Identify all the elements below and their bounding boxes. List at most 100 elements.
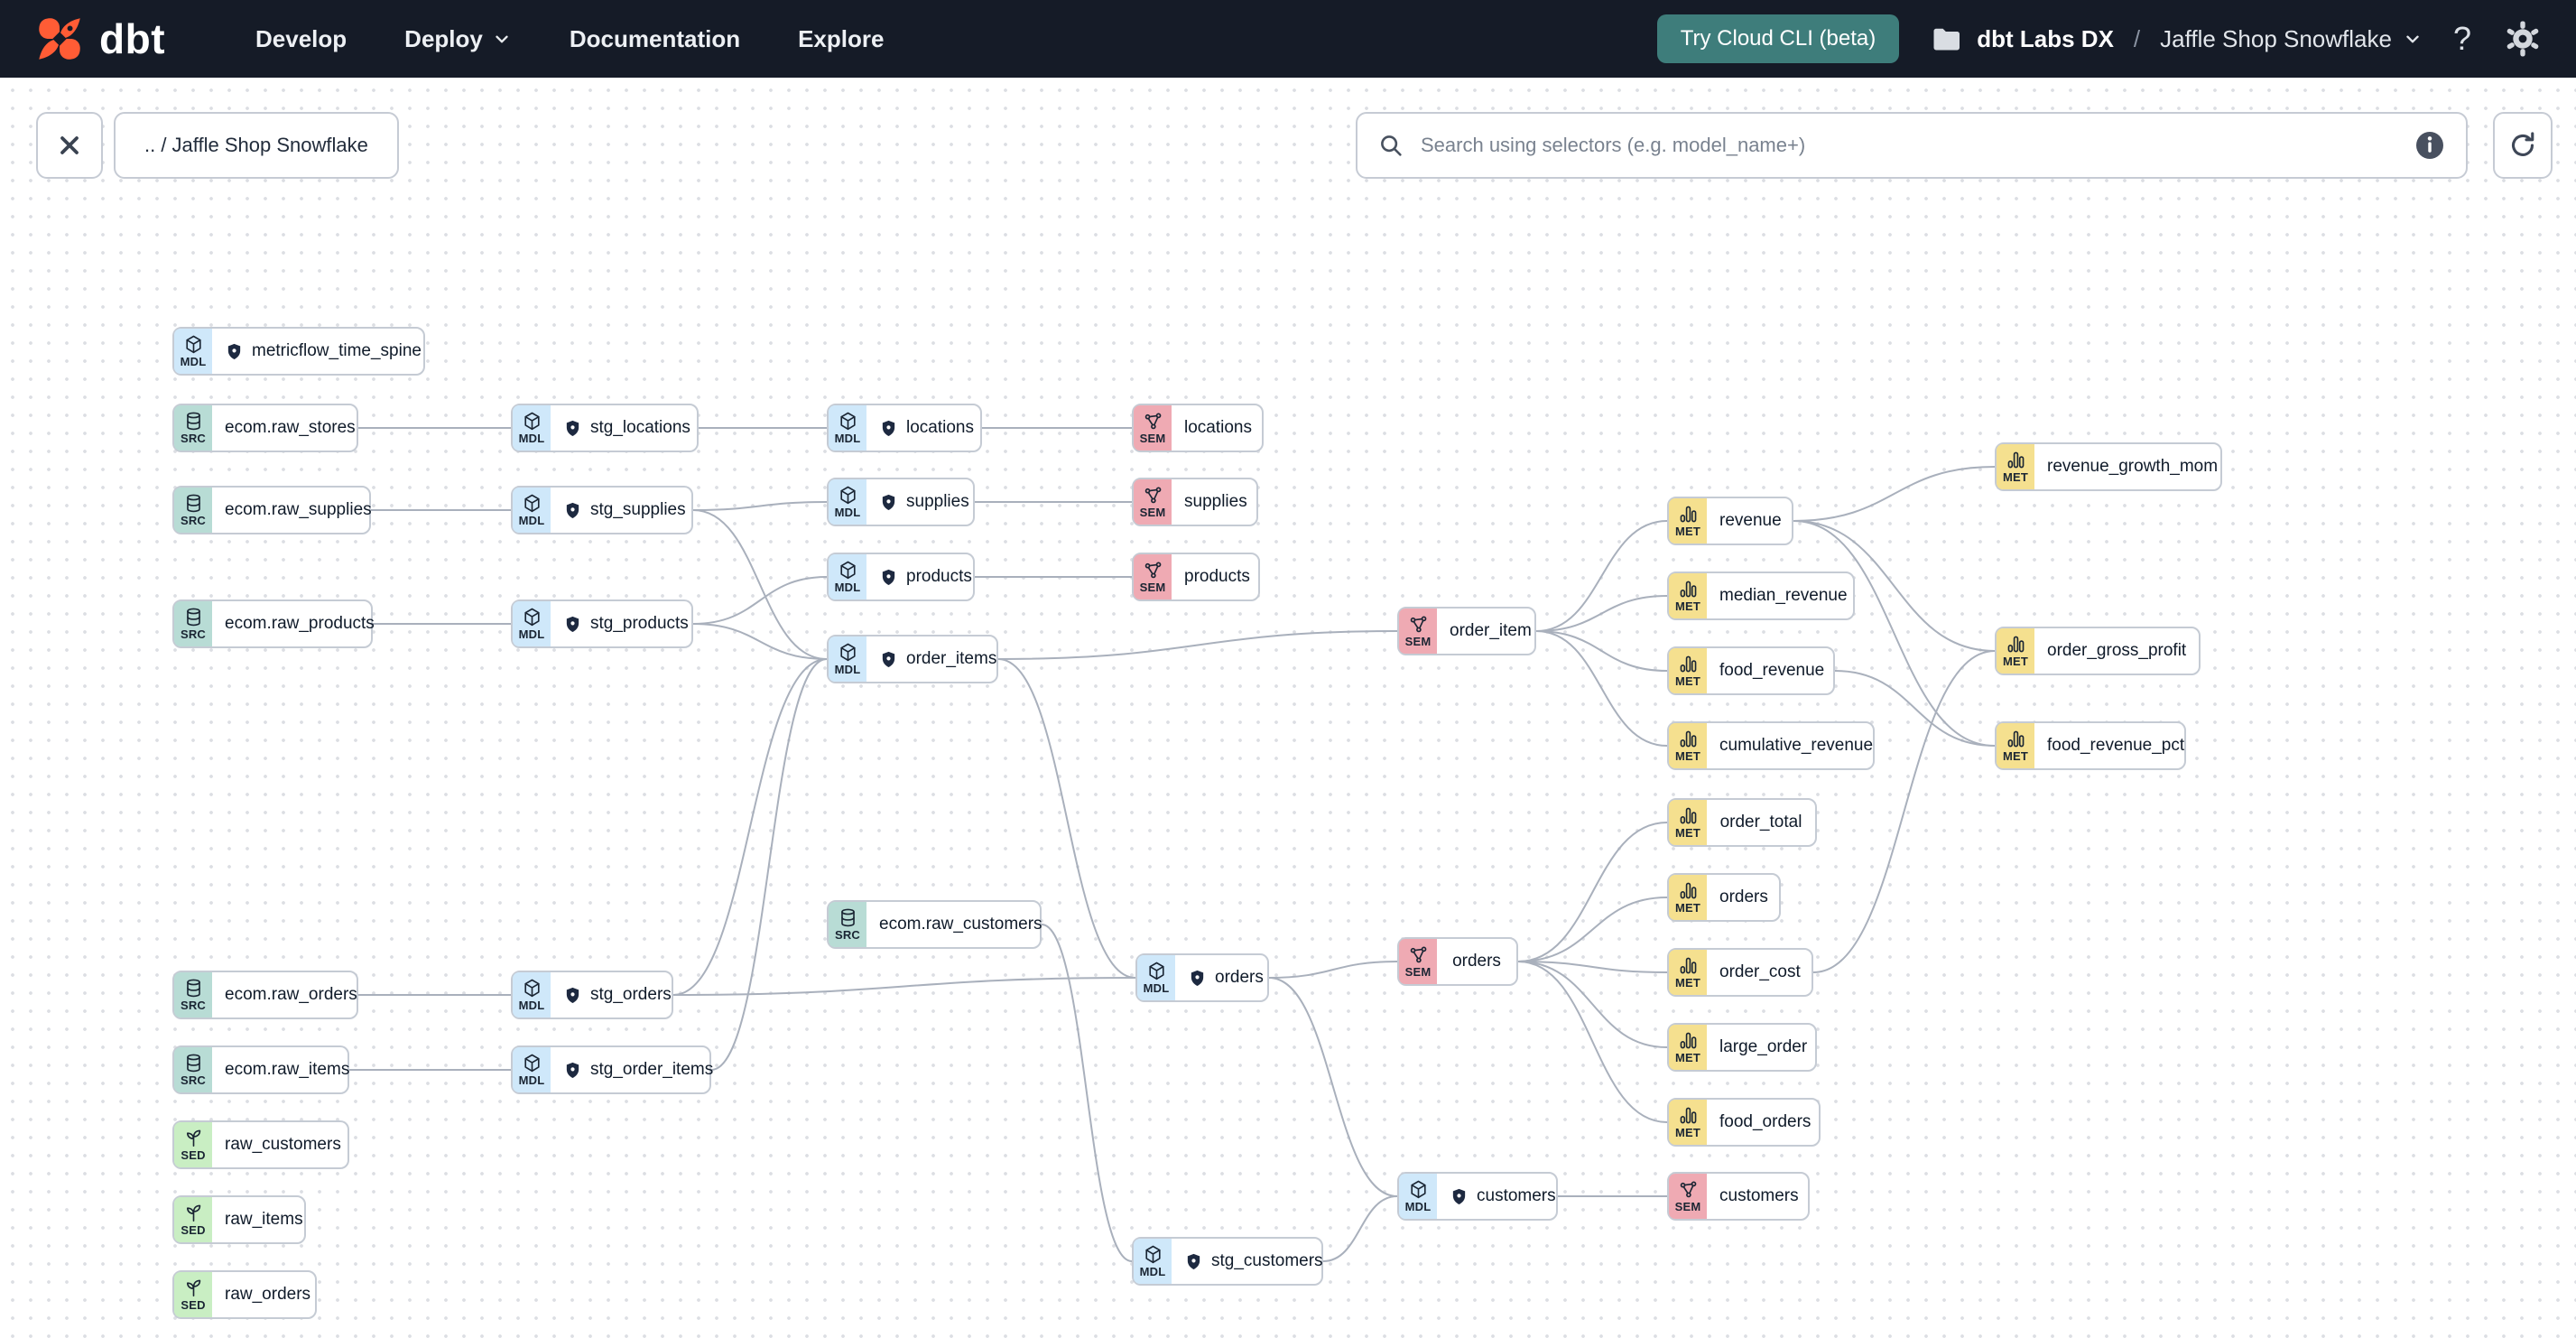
node-type-badge: MDL — [513, 601, 551, 646]
account-breadcrumb: dbt Labs DX / Jaffle Shop Snowflake — [1930, 23, 2423, 55]
node-label: orders — [1215, 968, 1264, 987]
semantic-graph-icon — [1143, 411, 1163, 432]
try-cloud-cli-button[interactable]: Try Cloud CLI (beta) — [1656, 14, 1900, 63]
node-order_gross_profit[interactable]: MET order_gross_profit — [1995, 627, 2201, 675]
node-label-area: locations — [1172, 405, 1265, 451]
node-type-badge: MDL — [513, 405, 551, 451]
cube-icon — [838, 485, 858, 506]
node-type-badge: SED — [174, 1272, 212, 1317]
lineage-breadcrumb[interactable]: .. / Jaffle Shop Snowflake — [114, 112, 399, 179]
metric-bars-icon — [2006, 729, 2026, 749]
node-label-area: locations — [866, 405, 987, 451]
node-type-badge: SEM — [1134, 479, 1172, 525]
node-supplies_sem[interactable]: SEM supplies — [1132, 478, 1258, 526]
node-type-label: MET — [1674, 1125, 1701, 1139]
node-type-badge: MDL — [513, 1047, 551, 1092]
dbt-logo[interactable]: dbt — [34, 14, 165, 64]
info-icon[interactable] — [2414, 129, 2446, 162]
node-type-label: SRC — [180, 431, 207, 445]
dbt-logo-text: dbt — [99, 15, 166, 62]
node-type-label: MET — [2002, 469, 2029, 484]
node-label: order_gross_profit — [2047, 641, 2187, 660]
search-input[interactable] — [1419, 133, 2399, 158]
cube-icon — [522, 493, 542, 514]
cube-icon — [1408, 1179, 1429, 1200]
node-type-badge: MDL — [829, 479, 866, 525]
nav-explore[interactable]: Explore — [798, 24, 885, 52]
shield-icon — [563, 501, 582, 520]
close-lineage-button[interactable] — [36, 112, 103, 179]
edge-orders_sem-to-orders_met — [1517, 897, 1668, 962]
node-label-area: food_orders — [1707, 1100, 1823, 1145]
node-label-area: cumulative_revenue — [1707, 723, 1886, 768]
node-label: ecom.raw_items — [225, 1060, 350, 1079]
refresh-button[interactable] — [2493, 112, 2553, 179]
node-type-badge: MET — [1997, 444, 2034, 489]
account-name[interactable]: dbt Labs DX — [1977, 24, 2114, 52]
nav-documentation[interactable]: Documentation — [569, 24, 741, 52]
node-type-badge: SRC — [174, 972, 212, 1017]
cube-icon — [522, 607, 542, 627]
nav-deploy[interactable]: Deploy — [404, 25, 512, 53]
nav-develop[interactable]: Develop — [255, 24, 347, 52]
edge-orders_mdl-to-orders_sem — [1268, 961, 1398, 979]
node-food_orders[interactable]: MET food_orders — [1667, 1098, 1821, 1147]
node-label: order_total — [1719, 813, 1802, 832]
node-label-area: supplies — [1172, 479, 1260, 525]
help-icon[interactable]: ? — [2452, 20, 2471, 57]
project-selector[interactable]: Jaffle Shop Snowflake — [2160, 25, 2423, 53]
edge-stg_products-to-products_mdl — [692, 576, 828, 625]
gear-icon[interactable] — [2502, 18, 2544, 60]
node-label: locations — [906, 418, 974, 437]
edge-revenue-to-food_revenue_pct — [1793, 520, 1996, 747]
node-label: revenue — [1719, 511, 1782, 530]
node-type-badge: MDL — [829, 554, 866, 599]
node-type-label: MET — [2002, 654, 2029, 668]
node-label-area: median_revenue — [1707, 573, 1860, 618]
node-type-label: SEM — [1139, 505, 1166, 519]
node-label: large_order — [1719, 1037, 1808, 1056]
dbt-logo-icon — [34, 14, 85, 64]
node-label-area: orders — [1707, 875, 1781, 920]
node-type-badge: MDL — [513, 972, 551, 1017]
node-type-badge: MDL — [1134, 1239, 1172, 1284]
